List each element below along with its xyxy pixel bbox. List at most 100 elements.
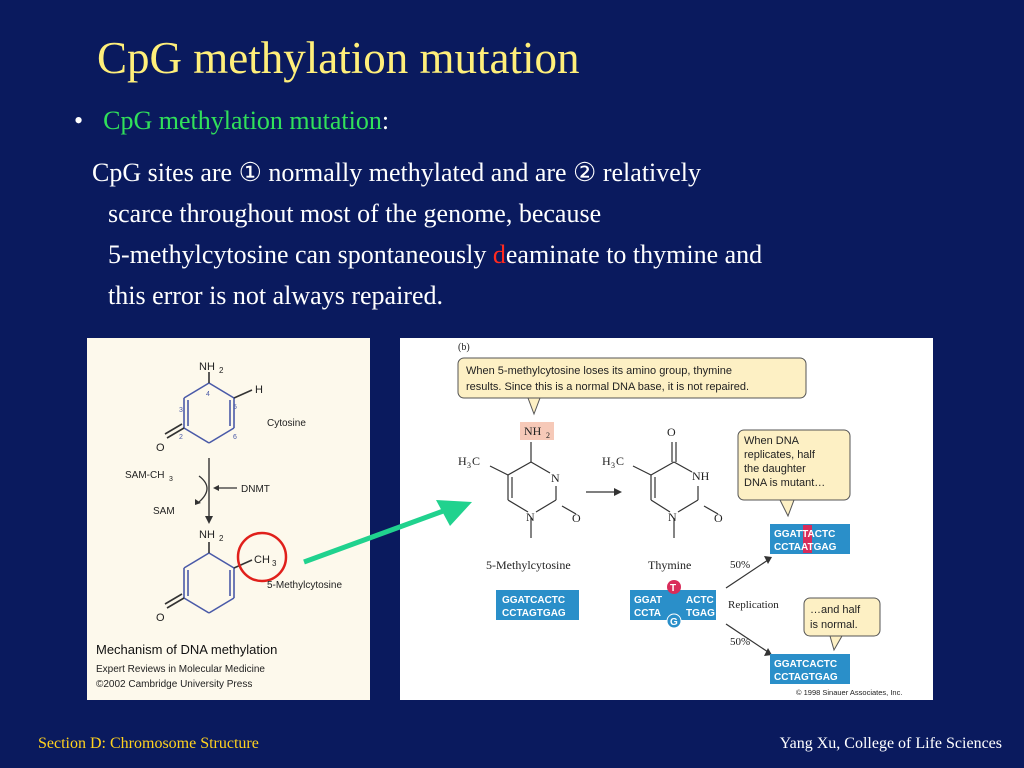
ring-number-4: 4 [206,391,210,398]
connecting-arrow-icon [303,500,472,565]
sam-label: SAM [153,506,175,517]
dna-mutant-top: GGATTACTC [774,529,835,540]
dna-normal-top: GGATCACTC [502,595,565,606]
nh2-subscript: 2 [546,431,550,440]
caption-copyright: ©2002 Cambridge University Press [96,679,252,690]
footer-section: Section D: Chromosome Structure [38,735,259,752]
nh2-highlight [520,422,554,440]
dna-mismatch-bottom-left: CCTA [634,608,661,619]
nh-label: NH [692,469,710,483]
n-label-1: N [551,471,560,485]
h3c-label-left: H [458,454,467,468]
replication-arrowhead-up [764,556,772,564]
dnmt-label: DNMT [241,484,270,495]
panel-label: (b) [458,342,470,353]
nh2-top-label: NH [199,361,215,373]
mismatch-t: T [670,583,676,594]
connecting-arrowhead [436,500,472,526]
sam-ch3-subscript: 3 [169,476,173,483]
callout-top [457,357,807,399]
nh2-bottom-subscript: 2 [219,534,224,543]
deamination-diagram: (b) When 5-methylcytosine loses its amin… [457,342,902,697]
footer-author: Yang Xu, College of Life Sciences [779,735,1002,752]
bullet-text: CpG methylation mutation [103,106,382,135]
paragraph-line-3-start: 5-methylcytosine can spontaneously [108,240,493,269]
callout-mutant-line-2: replicates, half [744,449,816,461]
caption-title: Mechanism of DNA methylation [96,642,277,657]
pct-bottom: 50% [730,636,750,648]
pct-top: 50% [730,559,750,571]
replication-arrow-down [725,623,769,653]
ch3-subscript: 3 [272,559,277,568]
ring-number-6: 6 [233,434,237,441]
callout-normal-line-1: …and half [810,604,861,616]
dna-mismatch-top-left: GGAT [634,595,662,606]
label-5-methylcytosine: 5-Methylcytosine [486,558,571,572]
copyright-text: © 1998 Sinauer Associates, Inc. [796,688,902,697]
o-label-thymine-top: O [667,425,676,439]
callout-top-line-2: results. Since this is a normal DNA base… [466,381,749,393]
methylation-diagram: NH 2 H 4 3 5 2 6 O Cytosine SAM-CH 3 SAM… [96,361,342,690]
dna-box-ok [770,654,850,684]
ring-number-5: 5 [233,404,237,411]
callout-mutant-line-3: the daughter [744,463,806,475]
connecting-arrow-shaft [303,507,447,565]
replication-arrow-up [725,559,769,589]
paragraph-line-2: scarce throughout most of the genome, be… [108,199,602,228]
dna-ok-bottom: CCTAGTGAG [774,672,838,683]
h3c-right-subscript: 3 [611,461,615,470]
dna-mismatch-top-right: ACTC [686,595,714,606]
bullet-marker: • [74,106,84,135]
dna-mismatch-bottom-right: TGAG [686,608,715,619]
h3c-left-subscript: 3 [467,461,471,470]
ring-number-3: 3 [179,407,183,414]
methylcytosine-label: 5-Methylcytosine [267,580,342,591]
paragraph-line-1: CpG sites are ① normally methylated and … [92,158,702,187]
deamination-figure: (b) When 5-methylcytosine loses its amin… [400,338,933,700]
mismatch-g-dot [666,613,682,629]
reaction-arrowhead [205,516,213,524]
highlight-circle [236,531,288,583]
callout-top-line-1: When 5-methylcytosine loses its amino gr… [466,365,732,377]
paragraph-line-3-end: eaminate to thymine and [505,240,763,269]
label-thymine: Thymine [648,558,691,572]
dna-normal-bottom: CCTAGTGAG [502,608,566,619]
paragraph-line-3: 5-methylcytosine can spontaneously deami… [92,234,992,275]
mismatch-g: G [670,617,678,628]
caption-source: Expert Reviews in Molecular Medicine [96,664,265,675]
sam-curved-arrow [198,475,208,503]
ring-number-2: 2 [179,434,183,441]
nh2-bottom-label: NH [199,529,215,541]
bullet-heading: • CpG methylation mutation: [74,106,389,136]
callout-top-tail [527,397,541,416]
bullet-colon: : [381,106,390,135]
mismatch-t-dot [667,580,681,594]
h3c-left-carbon: C [472,454,480,468]
highlighted-letter: d [492,240,506,269]
dna-methylation-figure: NH 2 H 4 3 5 2 6 O Cytosine SAM-CH 3 SAM… [87,338,370,700]
callout-normal-tail [829,635,843,652]
nh2-label: NH [524,424,542,438]
h3c-label-right: H [602,454,611,468]
dna-ok-top: GGATCACTC [774,659,837,670]
callout-mutant-line-4: DNA is mutant… [744,477,825,489]
callout-mutant-tail [779,499,795,518]
o-label-thymine: O [714,511,723,525]
h-label: H [255,384,263,396]
callout-normal-line-2: is normal. [810,619,858,631]
oxygen-bottom-label: O [156,612,165,624]
conversion-arrowhead [614,488,622,496]
ch3-label: CH [254,554,270,566]
oxygen-top-label: O [156,442,165,454]
h3c-right-carbon: C [616,454,624,468]
paragraph-line-4: this error is not always repaired. [108,281,444,310]
dna-mutant-bottom: CCTAATGAG [774,542,837,553]
mutant-highlight [803,525,812,553]
callout-mutant-line-1: When DNA [744,435,800,447]
n-label-2: N [526,510,535,524]
n-label-thymine: N [668,510,677,524]
body-paragraph: CpG sites are ① normally methylated and … [92,152,992,316]
nh2-top-subscript: 2 [219,366,224,375]
replication-label: Replication [728,599,779,611]
o-label-5mc: O [572,511,581,525]
